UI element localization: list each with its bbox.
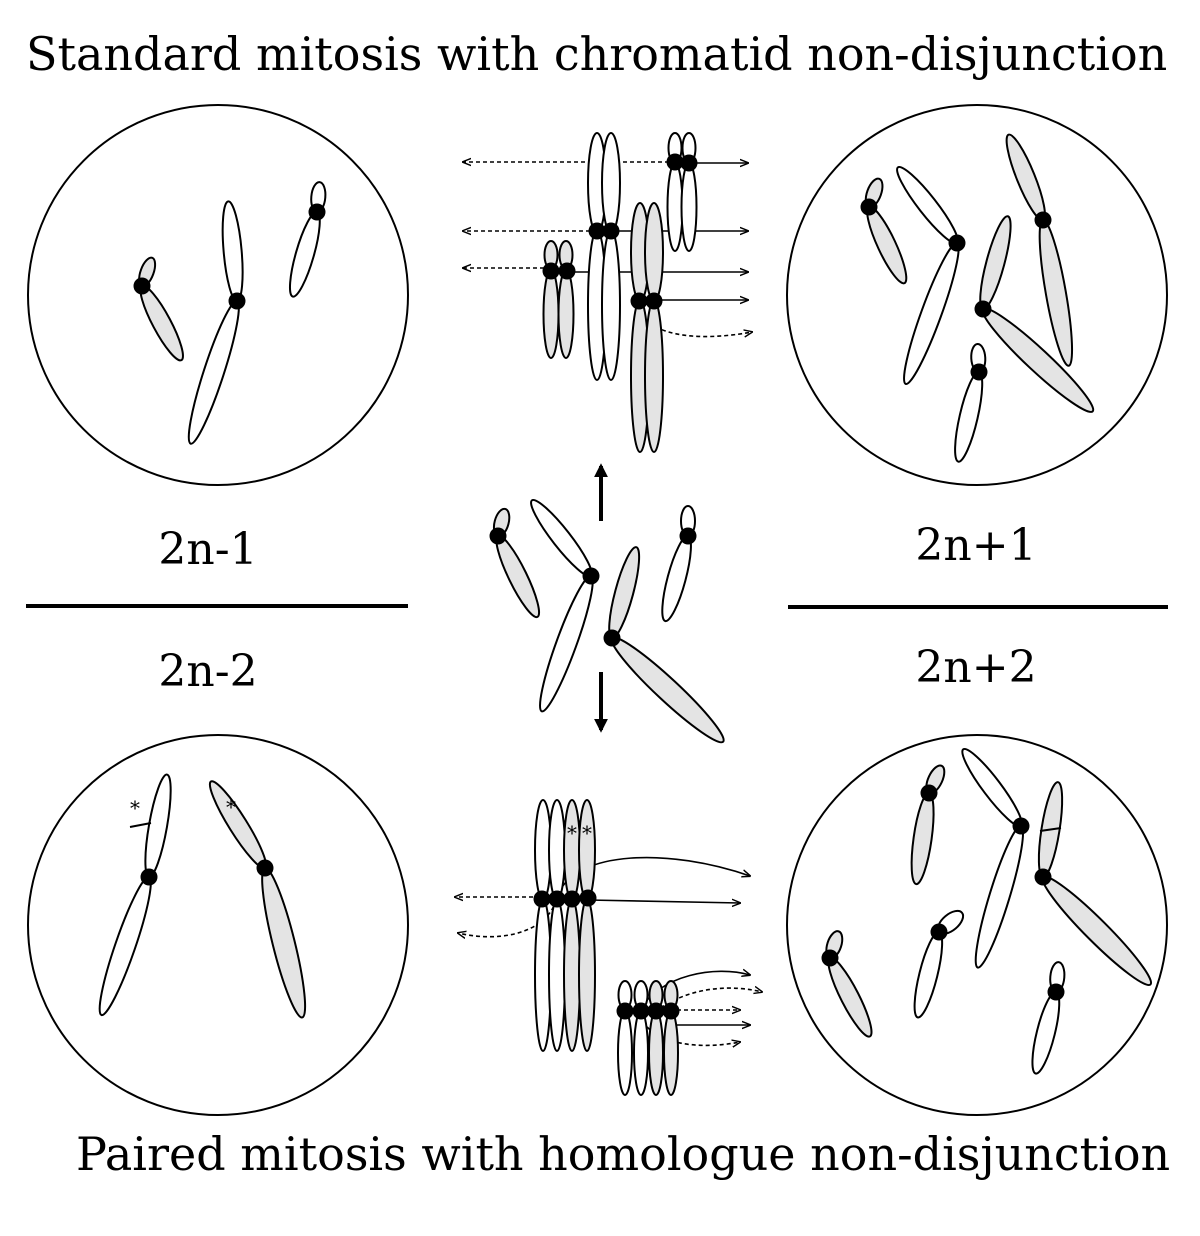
cell-2n-minus-2: * * (27, 734, 409, 1116)
asterisk-mark: * (567, 821, 577, 845)
ploidy-label-2n-plus-2: 2n+2 (915, 642, 1036, 693)
paired-mitosis-anaphase: * * (455, 799, 762, 1096)
asterisk-mark: * (582, 821, 592, 845)
cell-2n-plus-1 (786, 104, 1168, 486)
ploidy-label-2n-minus-2: 2n-2 (158, 646, 257, 697)
ploidy-label-2n-minus-1: 2n-1 (158, 524, 257, 575)
cell-2n-plus-2 (786, 734, 1168, 1116)
ploidy-label-2n-plus-1: 2n+1 (915, 520, 1036, 571)
standard-mitosis-anaphase (463, 132, 752, 453)
asterisk-mark: * (130, 796, 140, 820)
top-title: Standard mitosis with chromatid non-disj… (26, 27, 1167, 81)
center-chromosome-set (489, 463, 725, 744)
asterisk-mark: * (226, 795, 236, 819)
cell-2n-minus-1 (27, 104, 409, 486)
bottom-title: Paired mitosis with homologue non-disjun… (76, 1127, 1170, 1181)
